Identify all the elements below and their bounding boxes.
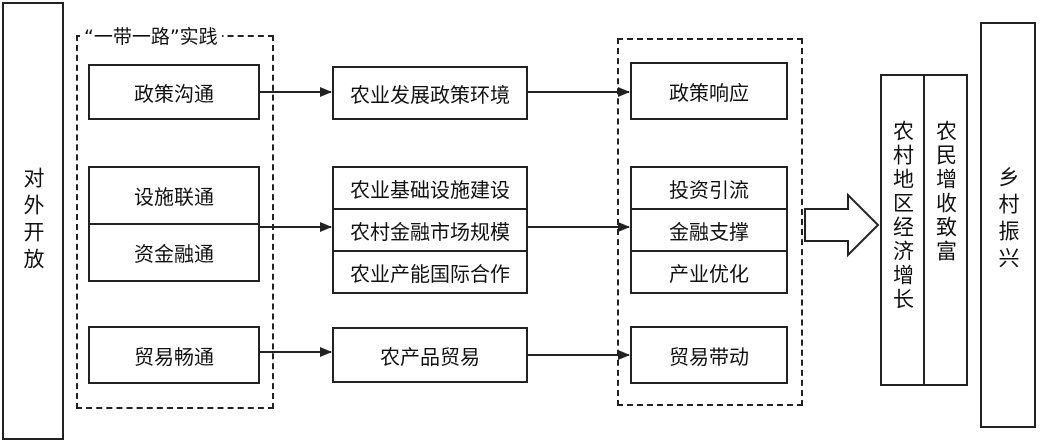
opening-up-label: 对外开放 <box>21 167 45 275</box>
outcomes-box: 农村地区经济增长 农民增收致富 <box>880 74 968 386</box>
agri-policy-environment-box: 农业发展政策环境 <box>332 66 528 120</box>
policy-response-box: 政策响应 <box>630 62 788 120</box>
opening-up-box: 对外开放 <box>2 2 64 440</box>
block-arrow-to-outcomes <box>804 192 880 258</box>
financial-integration-cell: 资金融通 <box>90 223 258 280</box>
rural-economic-growth-cell: 农村地区经济增长 <box>882 76 923 384</box>
agri-capacity-cooperation-cell: 农业产能国际合作 <box>334 250 526 292</box>
agri-infrastructure-cell: 农业基础设施建设 <box>350 177 510 202</box>
industry-optimization-cell: 产业优化 <box>632 250 786 292</box>
rural-revitalization-label: 乡村振兴 <box>996 166 1020 274</box>
rural-revitalization-box: 乡村振兴 <box>980 22 1036 428</box>
facility-connectivity-cell: 设施联通 <box>134 185 214 209</box>
belt-road-label: “一带一路”实践 <box>80 22 222 49</box>
trade-flow-box: 贸易畅通 <box>88 326 260 384</box>
policy-communication-box: 政策沟通 <box>88 64 260 120</box>
financial-support-cell: 金融支撑 <box>632 208 786 250</box>
farmer-income-label: 农民增收致富 <box>933 120 958 264</box>
investment-attraction-cell: 投资引流 <box>669 177 749 202</box>
agri-channels-box: 农业基础设施建设 农村金融市场规模 农业产能国际合作 <box>332 166 528 294</box>
infra-finance-box: 设施联通 资金融通 <box>88 166 260 282</box>
rural-economic-growth-label: 农村地区经济增长 <box>890 120 915 312</box>
effects-box: 投资引流 金融支撑 产业优化 <box>630 166 788 294</box>
trade-driven-box: 贸易带动 <box>630 326 788 384</box>
farmer-income-cell: 农民增收致富 <box>923 76 966 384</box>
rural-finance-market-cell: 农村金融市场规模 <box>334 208 526 250</box>
agri-trade-box: 农产品贸易 <box>332 327 528 383</box>
